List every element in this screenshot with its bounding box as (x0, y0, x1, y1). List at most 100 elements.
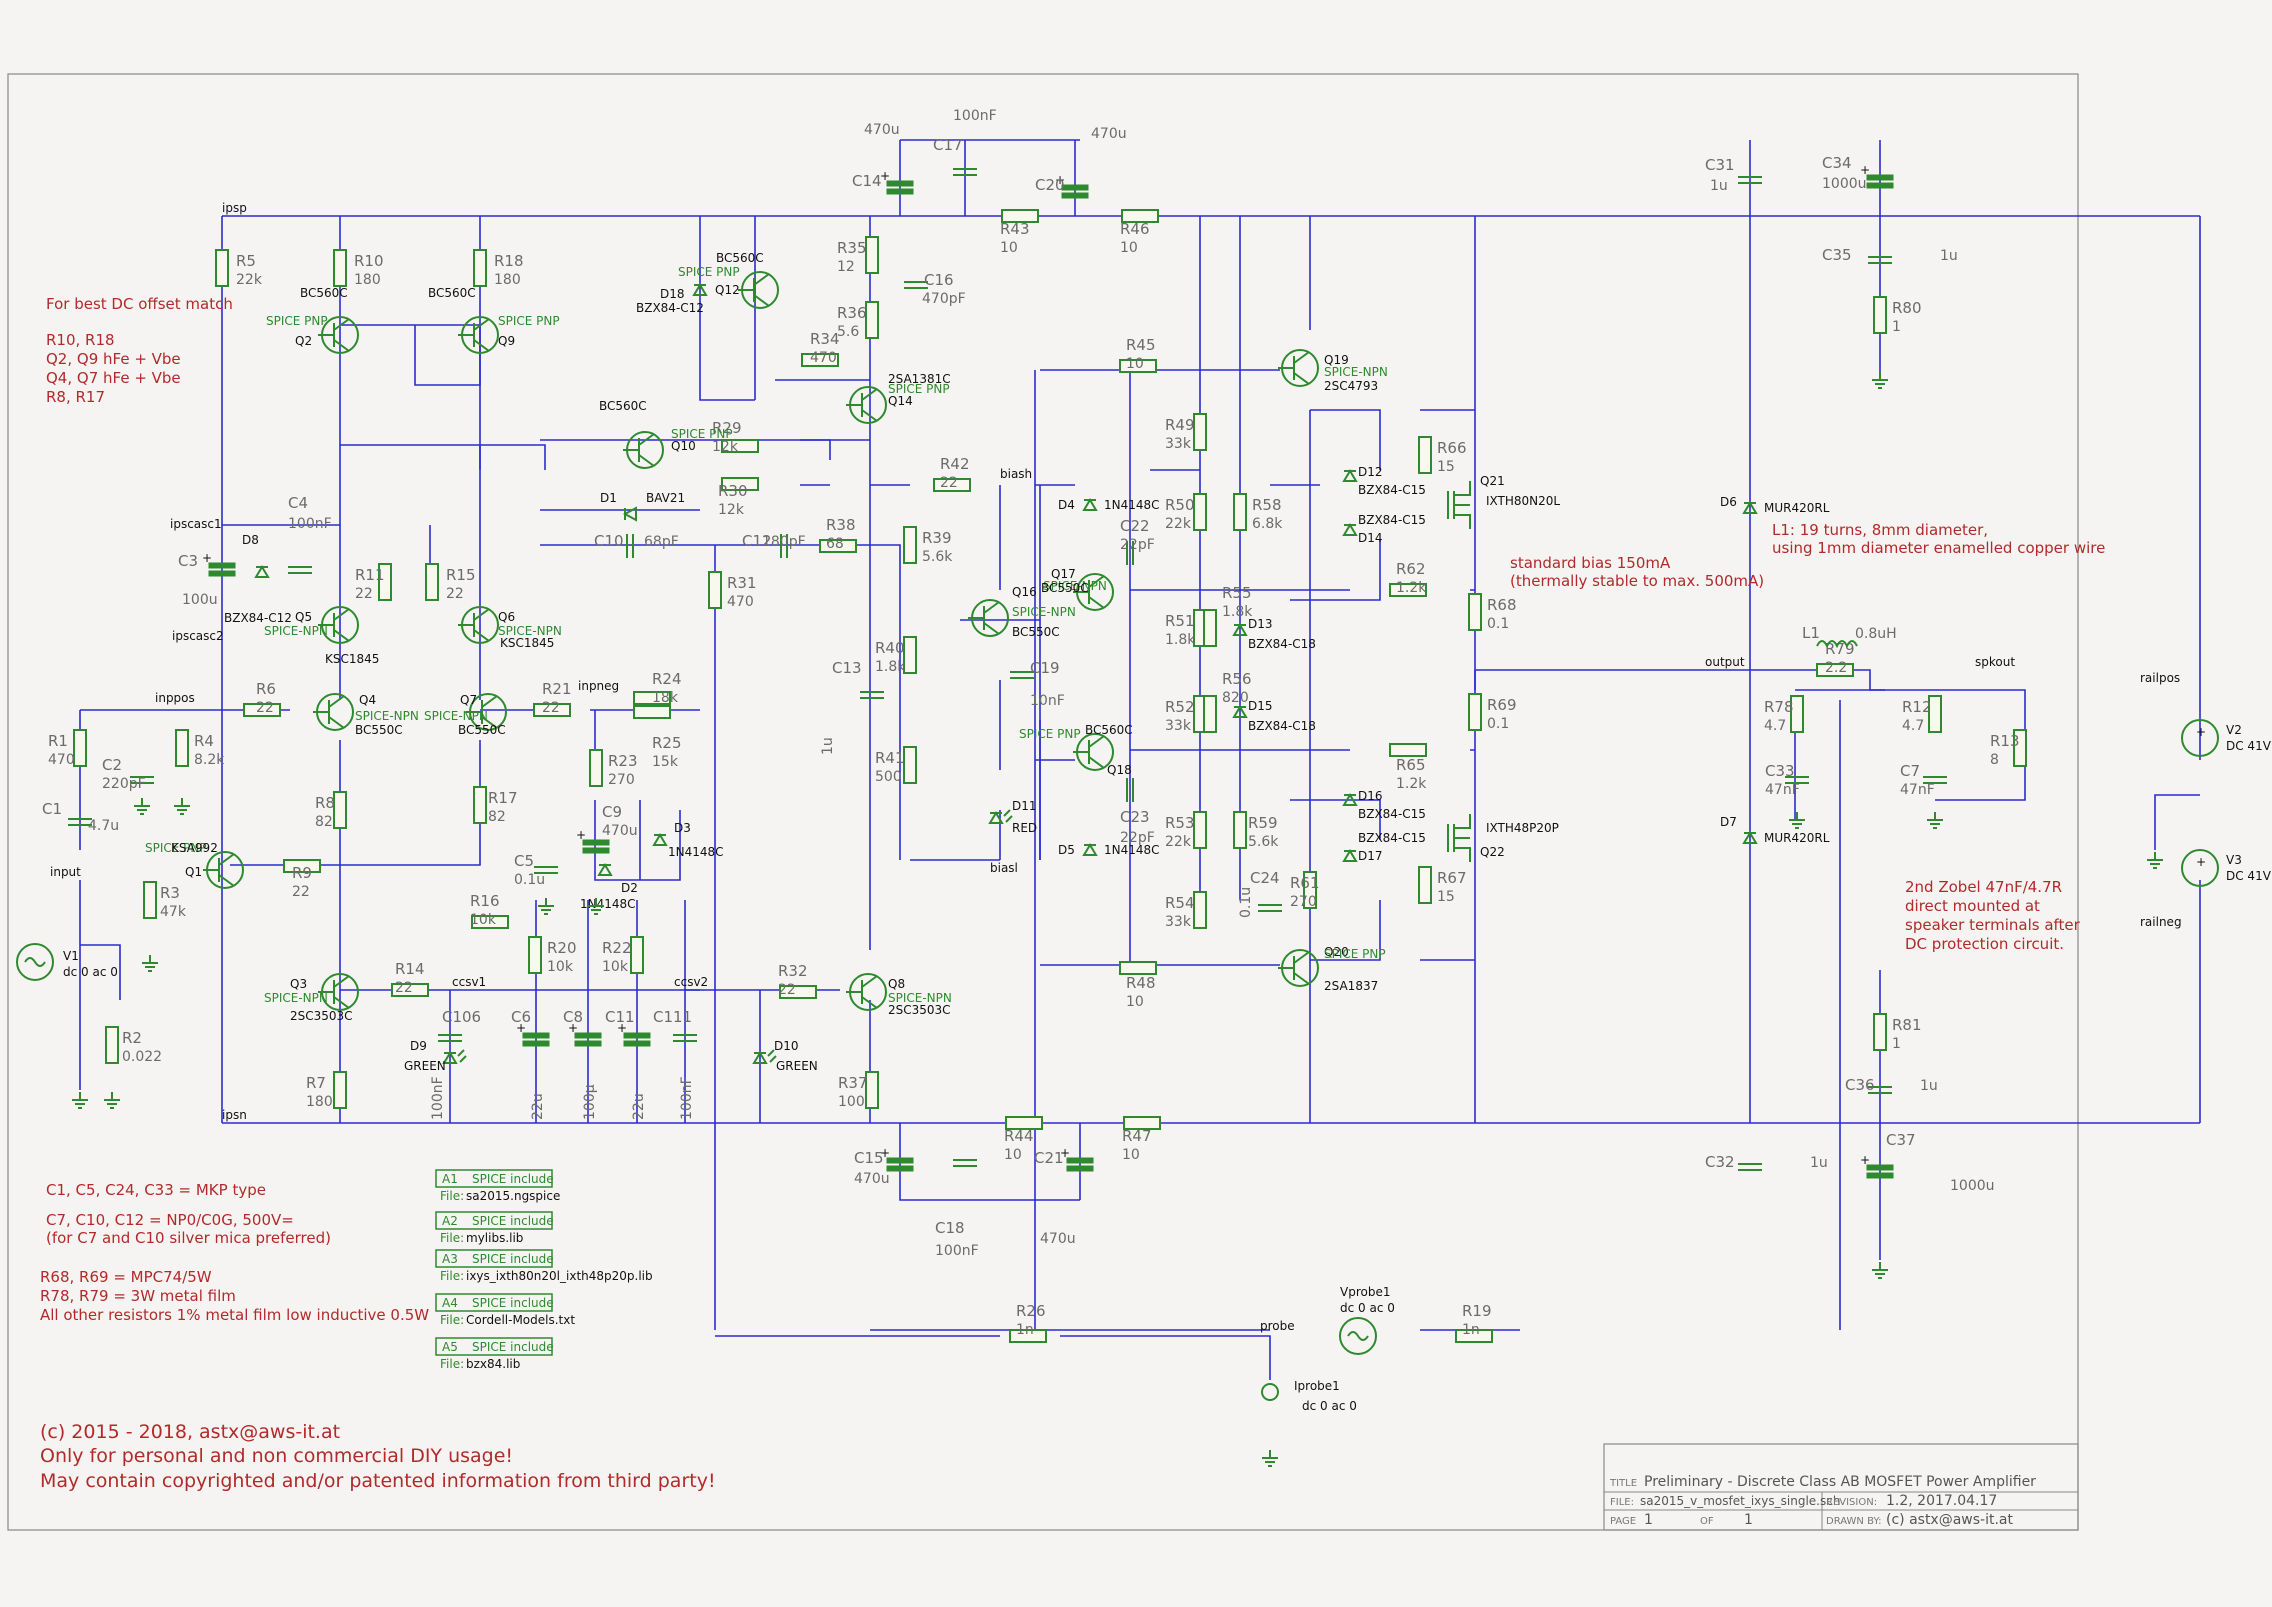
transistor-part: KSA992 (171, 841, 218, 855)
transistor-model: SPICE PNP (498, 314, 560, 328)
resistor-r2: R20.022 (105, 1026, 162, 1065)
resistor-value: 1n (1016, 1322, 1034, 1338)
transistor-model: SPICE PNP (1019, 727, 1081, 741)
resistor-ref: R56 (1222, 670, 1252, 688)
capacitor-value: 470pF (922, 291, 966, 307)
source-ref: Vprobe1 (1340, 1285, 1390, 1299)
source-value: DC 41V (2226, 739, 2272, 753)
transistor-model: SPICE-NPN (355, 709, 419, 723)
diode-ref: D11 (1012, 799, 1037, 813)
resistor-ref: R35 (837, 239, 867, 257)
resistor-ref: R78 (1764, 698, 1794, 716)
ground-symbol (134, 798, 150, 815)
diode-ref: D18 (660, 287, 685, 301)
ground-symbol (1927, 812, 1943, 829)
capacitor-value: 100nF (430, 1076, 446, 1120)
resistor-value: 10 (1126, 356, 1144, 372)
resistor-value: 10 (1000, 240, 1018, 256)
sheet-frame (7, 73, 2079, 1531)
resistor-ref: R3 (160, 884, 180, 902)
cap-note-line: C1, C5, C24, C33 = MKP type (46, 1181, 266, 1199)
resistor-value: 47k (160, 904, 187, 920)
bias-note: standard bias 150mA (thermally stable to… (1510, 554, 1764, 590)
resistor-value: 2.2 (1825, 660, 1847, 676)
resistor-value: 22 (940, 475, 958, 491)
capacitor-ref: C31 (1705, 156, 1735, 174)
resistor-ref: R11 (355, 566, 385, 584)
capacitor-value: 10nF (1030, 693, 1065, 709)
resistor-ref: R26 (1016, 1302, 1046, 1320)
resistor-ref: R5 (236, 252, 256, 270)
polarity-mark: + (880, 169, 890, 183)
capacitor-ref: C5 (514, 852, 534, 870)
polarity-mark: + (516, 1021, 526, 1035)
polarity-mark: + (568, 1021, 578, 1035)
spice-include-a5: A5 SPICE include File: bzx84.lib (435, 1337, 554, 1371)
resistor-ref: R24 (652, 670, 682, 688)
transistor-ref: Q22 (1480, 845, 1505, 859)
offset-note-line: R10, R18 (46, 331, 115, 349)
capacitor-value: 4.7u (88, 818, 119, 834)
capacitor-ref: C1 (42, 800, 62, 818)
svg-text:DRAWN BY:: DRAWN BY: (1826, 1516, 1882, 1527)
transistor-part: BC560C (428, 286, 476, 300)
resistor-ref: R29 (712, 419, 742, 437)
resistor-ref: R38 (826, 516, 856, 534)
capacitor-ref: C3 (178, 552, 198, 570)
resistor-ref: R20 (547, 939, 577, 957)
diode-part: 1N4148C (580, 897, 636, 911)
resistor-ref: R32 (778, 962, 808, 980)
diode-part: MUR420RL (1764, 501, 1830, 515)
capacitor-ref: C106 (442, 1008, 481, 1026)
svg-text:bzx84.lib: bzx84.lib (466, 1357, 520, 1371)
title-block-drawn: (c) astx@aws-it.at (1886, 1512, 2014, 1528)
resistor-value: 4.7 (1764, 718, 1786, 734)
resistor-ref: R47 (1122, 1127, 1152, 1145)
resistor-ref: R51 (1165, 612, 1195, 630)
resistor-value: 8.2k (194, 752, 225, 768)
resistor-value: 180 (354, 272, 381, 288)
capacitor-ref: C37 (1886, 1131, 1916, 1149)
diode-ref: D8 (242, 533, 259, 547)
source-ref: Iprobe1 (1294, 1379, 1340, 1393)
transistor-model: SPICE PNP (678, 265, 740, 279)
spice-include-a1: A1 SPICE include File: sa2015.ngspice (435, 1169, 560, 1203)
transistor-ref: Q3 (290, 977, 307, 991)
resistor-ref: R54 (1165, 894, 1195, 912)
transistor-model: SPICE-NPN (1012, 605, 1076, 619)
res-note-line: R68, R69 = MPC74/5W (40, 1268, 212, 1286)
capacitor-ref: C35 (1822, 246, 1852, 264)
diode-part: BZX84-C18 (1248, 719, 1316, 733)
capacitor-value: 0.1u (1238, 887, 1254, 918)
diode-part: MUR420RL (1764, 831, 1830, 845)
svg-text:SPICE include: SPICE include (472, 1296, 554, 1310)
transistor-ref: Q5 (295, 610, 312, 624)
diode-part: BZX84-C15 (1358, 807, 1426, 821)
